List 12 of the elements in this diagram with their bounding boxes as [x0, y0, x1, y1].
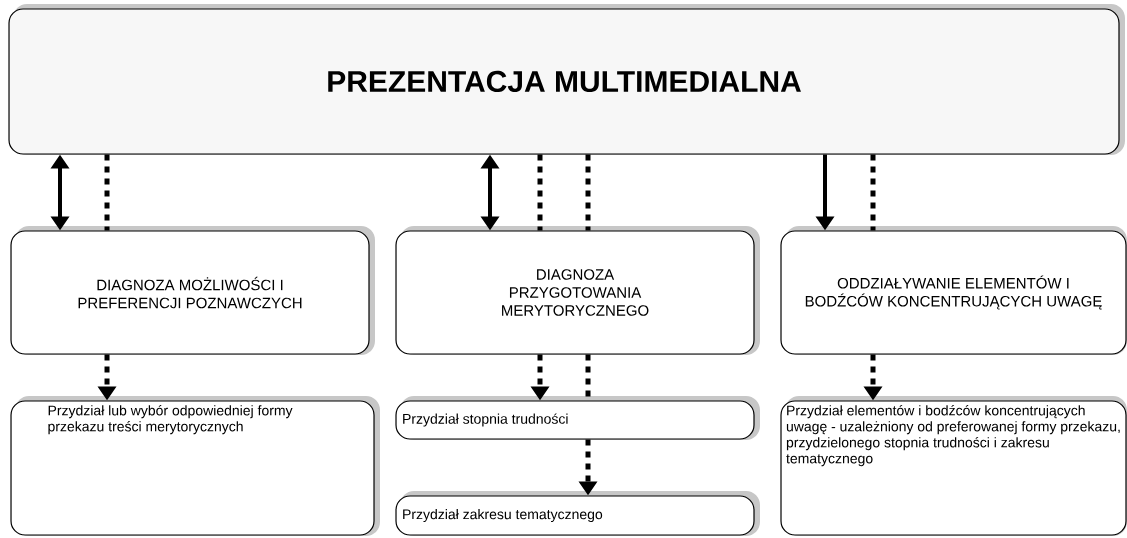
process-box: Przydział stopnia trudności [395, 396, 760, 440]
process-box: Przydział elementów i bodźców koncentrujących uwagę - uzależniony od preferowanej formy przekazu, przydzielonego stopnia trudności i zakresu tematycznego [780, 396, 1127, 536]
process-box: DIAGNOZA PRZYGOTOWANIA MERYTORYCZNEGO [395, 226, 760, 355]
dotted-connector [104, 154, 110, 231]
title-box: PREZENTACJA MULTIMEDIALNA [8, 4, 1125, 155]
process-box: DIAGNOZA MOŻLIWOŚCI I PREFERENCJI POZNAWCZYCH [10, 226, 375, 355]
dotted-connector [585, 154, 591, 231]
process-box: Przydział lub wybór odpowiedniej formy przekazu treści merytorycznych [10, 396, 380, 536]
dotted-connector [537, 154, 543, 231]
process-box: ODDZIAŁYWANIE ELEMENTÓW I BODŹCÓW KONCENTRUJĄCYCH UWAGĘ [780, 226, 1127, 355]
process-box: Przydział zakresu tematycznego [395, 491, 760, 536]
dotted-connector [870, 154, 876, 231]
